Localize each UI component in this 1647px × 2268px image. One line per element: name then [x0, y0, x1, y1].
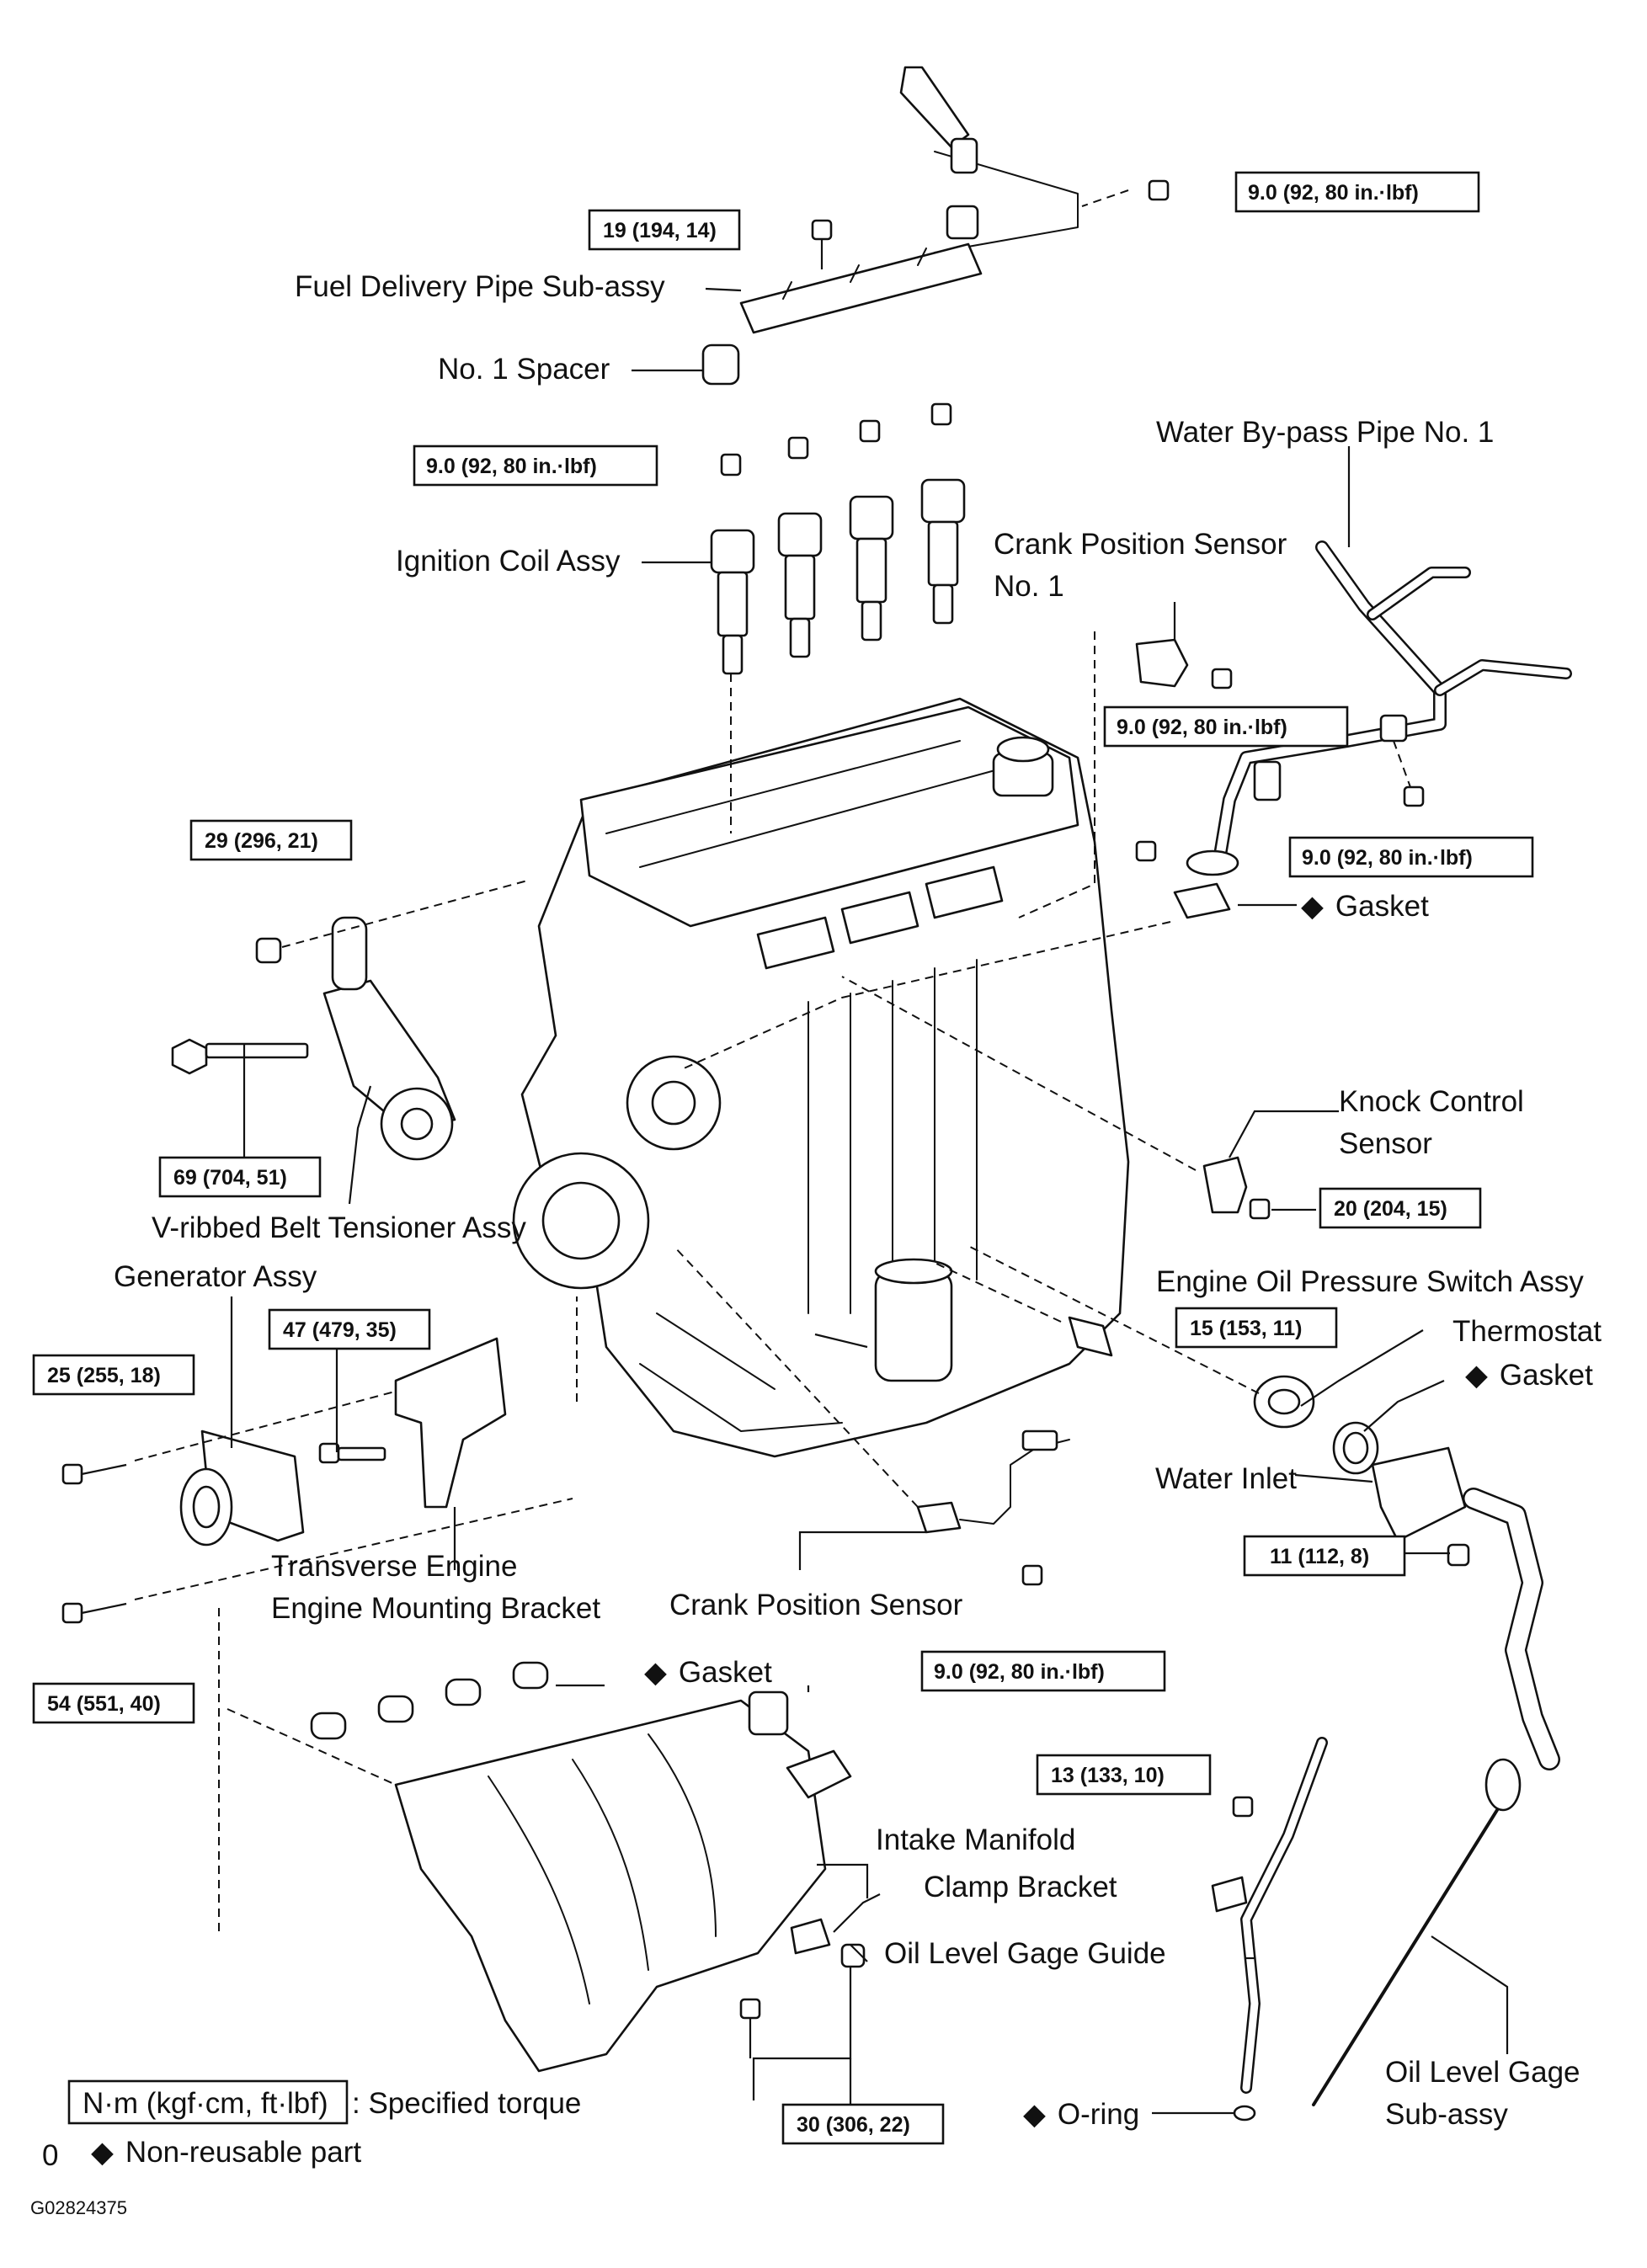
figure-id: G02824375	[30, 2197, 127, 2218]
legend-torque-unit: N·m (kgf·cm, ft·lbf)	[83, 2087, 328, 2120]
torque-boxes: 9.0 (92, 80 in.·lbf) 19 (194, 14) 9.0 (9…	[32, 171, 1534, 2145]
label-water-inlet: Water Inlet	[1155, 1462, 1297, 1495]
label-crank-sensor-no1-line2: No. 1	[994, 570, 1064, 603]
gasket-top-shape	[681, 840, 1231, 1070]
torque-generator-lower: 54 (551, 40)	[47, 1692, 161, 1716]
oil-gage-guide	[1211, 1737, 1328, 2122]
torque-crank-sensor-no1: 9.0 (92, 80 in.·lbf)	[1117, 716, 1287, 739]
label-gasket-thermostat: ◆Gasket	[1465, 1359, 1593, 1392]
label-gasket-top: ◆Gasket	[1301, 890, 1429, 923]
legend-torque-desc: : Specified torque	[352, 2087, 581, 2120]
label-crank-sensor-no1-line1: Crank Position Sensor	[994, 528, 1287, 561]
label-thermostat: Thermostat	[1452, 1315, 1602, 1348]
torque-knock-sensor: 20 (204, 15)	[1334, 1197, 1447, 1221]
crank-sensor-no1	[1018, 631, 1233, 918]
label-knock-sensor-line2: Sensor	[1339, 1127, 1432, 1160]
water-bypass-pipe	[1186, 540, 1572, 876]
label-gasket-intake: ◆Gasket	[644, 1656, 772, 1689]
label-oil-gage-guide: Oil Level Gage Guide	[884, 1937, 1166, 1970]
fuel-delivery-pipe	[701, 66, 1170, 386]
label-water-bypass-pipe: Water By-pass Pipe No. 1	[1156, 416, 1494, 449]
label-no1-spacer: No. 1 Spacer	[438, 353, 610, 386]
non-reusable-symbol: ◆	[1301, 890, 1324, 923]
knock-sensor	[841, 976, 1271, 1220]
non-reusable-symbol: ◆	[644, 1656, 667, 1689]
label-fuel-delivery-pipe: Fuel Delivery Pipe Sub-assy	[295, 270, 665, 303]
water-inlet	[1371, 1446, 1560, 1770]
label-oil-pressure-switch: Engine Oil Pressure Switch Assy	[1156, 1265, 1584, 1298]
label-v-belt-tensioner: V-ribbed Belt Tensioner Assy	[152, 1211, 526, 1244]
generator	[61, 1388, 573, 1936]
torque-generator-upper: 25 (255, 18)	[47, 1364, 161, 1387]
v-belt-tensioner	[171, 879, 531, 1161]
ignition-coils	[710, 402, 966, 833]
label-knock-sensor-line1: Knock Control	[1339, 1085, 1524, 1118]
oil-gage	[1312, 1758, 1522, 2106]
torque-ignition-coil: 9.0 (92, 80 in.·lbf)	[426, 455, 597, 478]
torque-fuel-pipe-right: 9.0 (92, 80 in.·lbf)	[1248, 181, 1419, 205]
label-mount-bracket-line1: Transverse Engine	[271, 1550, 517, 1583]
no1-spacer-shape	[701, 343, 740, 386]
torque-tensioner-nut: 29 (296, 21)	[205, 829, 318, 853]
mounting-bracket	[318, 1296, 578, 1509]
torque-oil-pressure-switch: 15 (153, 11)	[1190, 1317, 1302, 1340]
label-oil-gage-line2: Sub-assy	[1385, 2098, 1508, 2131]
non-reusable-symbol: ◆	[91, 2136, 114, 2169]
legend-corner-mark: 0	[42, 2139, 58, 2172]
oil-pressure-switch	[934, 1262, 1113, 1357]
label-o-ring: ◆O-ring	[1023, 2098, 1139, 2131]
legend: N·m (kgf·cm, ft·lbf) : Specified torque …	[30, 2079, 581, 2218]
label-generator: Generator Assy	[114, 1260, 317, 1293]
label-intake-manifold: Intake Manifold	[876, 1823, 1075, 1856]
torque-water-inlet: 11 (112, 8)	[1270, 1545, 1369, 1568]
torque-oil-gage-guide: 13 (133, 10)	[1051, 1764, 1165, 1787]
non-reusable-symbol: ◆	[1465, 1359, 1488, 1392]
torque-crank-sensor: 9.0 (92, 80 in.·lbf)	[934, 1660, 1105, 1684]
leader-lines	[230, 287, 1509, 2115]
non-reusable-symbol: ◆	[1023, 2098, 1046, 2131]
label-clamp-bracket: Clamp Bracket	[924, 1871, 1117, 1903]
crank-sensor	[673, 1245, 1070, 1586]
intake-manifold	[227, 1661, 866, 2073]
torque-water-bypass: 9.0 (92, 80 in.·lbf)	[1302, 846, 1473, 870]
torque-fuel-pipe-left: 19 (194, 14)	[603, 219, 717, 242]
legend-non-reusable: ◆Non-reusable part	[91, 2136, 361, 2169]
torque-intake-manifold: 30 (306, 22)	[797, 2113, 910, 2137]
engine-block	[512, 697, 1130, 1458]
label-crank-sensor: Crank Position Sensor	[669, 1589, 963, 1621]
label-oil-gage-line1: Oil Level Gage	[1385, 2056, 1580, 2089]
torque-tensioner-bolt: 69 (704, 51)	[173, 1166, 287, 1190]
thermostat	[967, 1245, 1379, 1475]
label-mount-bracket-line2: Engine Mounting Bracket	[271, 1592, 600, 1625]
torque-bracket-bolt: 47 (479, 35)	[283, 1318, 397, 1342]
part-labels: Fuel Delivery Pipe Sub-assy No. 1 Spacer…	[114, 270, 1602, 2131]
label-ignition-coil: Ignition Coil Assy	[396, 545, 621, 578]
